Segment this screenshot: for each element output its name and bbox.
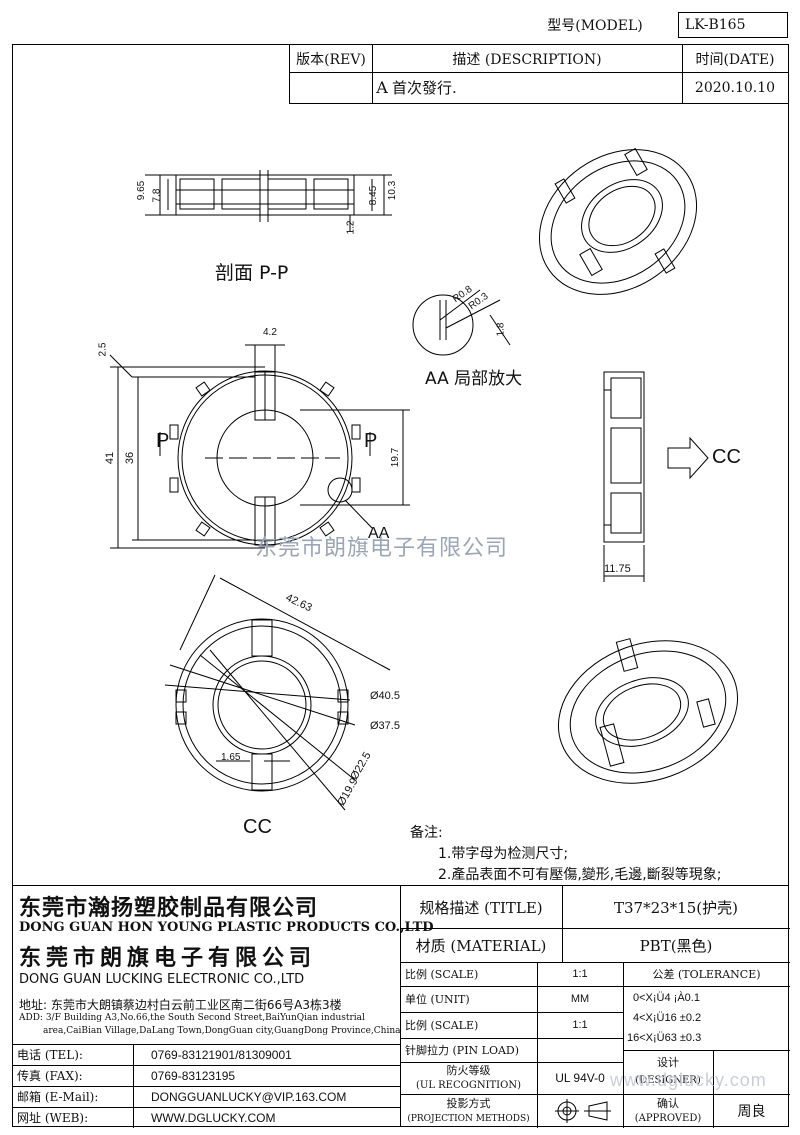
note-1: 1.带字母为检测尺寸; bbox=[438, 846, 569, 862]
note-2: 2.產品表面不可有壓傷,變形,毛邊,斷裂等現象; bbox=[438, 867, 722, 883]
approved-label-1: 确认 bbox=[657, 1096, 679, 1110]
detail-title: AA 局部放大 bbox=[425, 369, 523, 389]
rev-value: A bbox=[376, 78, 388, 97]
dim-36: 36 bbox=[124, 451, 137, 465]
email-value[interactable]: DONGGUANLUCKY@VIP.163.COM bbox=[151, 1089, 347, 1104]
dim-40-5: Ø40.5 bbox=[370, 690, 400, 702]
date-value: 2020.10.10 bbox=[694, 79, 776, 96]
watermark: 东莞市朗旗电子有限公司 bbox=[255, 536, 509, 561]
designer-label-1: 设计 bbox=[657, 1056, 679, 1069]
pin-load-label: 针脚拉力 (PIN LOAD) bbox=[405, 1044, 520, 1057]
model-value: LK-B165 bbox=[685, 17, 746, 33]
address-en-1: ADD: 3/F Building A3,No.66,the South Sec… bbox=[19, 1013, 365, 1023]
material-label: 材质 (MATERIAL) bbox=[415, 936, 547, 955]
dim-37-5: Ø37.5 bbox=[370, 720, 400, 732]
cut-label-left: P bbox=[156, 430, 170, 452]
fax-value: 0769-83123195 bbox=[151, 1068, 236, 1083]
tolerance-line-1: 0<X¡Ü4 ¡À0.1 bbox=[633, 992, 700, 1004]
desc-label: 描述 (DESCRIPTION) bbox=[452, 51, 602, 68]
side-view bbox=[603, 371, 709, 582]
dim-1-8: 1.8 bbox=[495, 322, 507, 337]
technical-drawing bbox=[109, 147, 739, 811]
web-value[interactable]: WWW.DGLUCKY.COM bbox=[151, 1110, 276, 1125]
detail-ref: AA bbox=[368, 525, 390, 542]
approved-value: 周良 bbox=[737, 1104, 766, 1120]
dim-8-45: 8.45 bbox=[368, 185, 380, 206]
scale2-label: 比例 (SCALE) bbox=[405, 1019, 479, 1032]
scale-value: 1:1 bbox=[572, 968, 588, 980]
model-box: LK-B165 bbox=[678, 12, 788, 38]
tolerance-line-2: 4<X¡Ü16 ±0.2 bbox=[633, 1012, 702, 1024]
view-cc-title: CC bbox=[243, 816, 272, 838]
date-label: 时间(DATE) bbox=[695, 51, 775, 68]
watermark-url: www.dglucky.com bbox=[610, 1070, 767, 1090]
title-value: T37*23*15(护壳) bbox=[614, 898, 738, 917]
email-label: 邮箱 (E-Mail): bbox=[17, 1090, 99, 1104]
dim-11-75: 11.75 bbox=[604, 563, 631, 575]
cut-label-right: P bbox=[364, 430, 378, 452]
approved-label-2: (APPROVED) bbox=[634, 1113, 702, 1124]
dim-19-7: 19.7 bbox=[390, 447, 402, 468]
fire-label-1: 防火等级 bbox=[446, 1064, 491, 1077]
designer-label-2: (DESIGNER) bbox=[635, 1074, 701, 1086]
unit-label: 单位 (UNIT) bbox=[405, 993, 470, 1006]
dim-1-2: 1.2 bbox=[345, 220, 357, 235]
isometric-view-top bbox=[538, 147, 698, 295]
desc-value: 首次發行. bbox=[392, 79, 457, 97]
scale-label: 比例 (SCALE) bbox=[405, 968, 479, 981]
company-name-cn-1: 东莞市瀚扬塑胶制品有限公司 bbox=[19, 896, 319, 921]
tolerance-label: 公差 (TOLERANCE) bbox=[652, 968, 761, 981]
tel-label: 电话 (TEL): bbox=[17, 1048, 83, 1062]
dim-7-8: 7.8 bbox=[151, 188, 163, 203]
dim-9-65: 9.65 bbox=[136, 180, 148, 201]
dim-10-3: 10.3 bbox=[387, 180, 399, 201]
section-title: 剖面 P-P bbox=[215, 262, 289, 284]
tel-value: 0769-83121901/81309001 bbox=[151, 1047, 292, 1062]
notes-title: 备注: bbox=[410, 825, 443, 841]
projection-label-1: 投影方式 bbox=[446, 1096, 491, 1110]
dim-4-2: 4.2 bbox=[263, 327, 277, 338]
title-block: 东莞市瀚扬塑胶制品有限公司 DONG GUAN HON YOUNG PLASTI… bbox=[12, 885, 790, 1128]
fax-label: 传真 (FAX): bbox=[17, 1069, 83, 1083]
unit-value: MM bbox=[570, 993, 590, 1005]
projection-label-2: (PROJECTION METHODS) bbox=[407, 1113, 530, 1124]
tolerance-line-3: 16<X¡Ü63 ±0.3 bbox=[627, 1032, 702, 1044]
address-en-2: area,CaiBian Village,DaLang Town,DongGua… bbox=[43, 1026, 401, 1036]
front-view bbox=[109, 344, 410, 549]
model-label: 型号(MODEL) bbox=[547, 18, 643, 34]
material-value: PBT(黑色) bbox=[639, 936, 713, 955]
address-cn: 地址: 东莞市大朗镇蔡边村白云前工业区南二街66号A3栋3楼 bbox=[19, 998, 342, 1012]
scale2-value: 1:1 bbox=[572, 1019, 588, 1031]
rev-label: 版本(REV) bbox=[296, 51, 366, 68]
company-name-cn-2: 东莞市朗旗电子有限公司 bbox=[19, 945, 317, 971]
dim-1-65: 1.65 bbox=[221, 752, 241, 763]
title-label: 规格描述 (TITLE) bbox=[419, 898, 543, 917]
company-name-en-1: DONG GUAN HON YOUNG PLASTIC PRODUCTS CO.… bbox=[19, 920, 434, 935]
cc-view bbox=[164, 574, 391, 811]
dim-2-5: 2.5 bbox=[97, 342, 109, 357]
web-label: 网址 (WEB): bbox=[17, 1111, 89, 1125]
fire-label-2: (UL RECOGNITION) bbox=[416, 1079, 521, 1091]
isometric-view-bottom bbox=[557, 638, 739, 784]
dim-41: 41 bbox=[104, 451, 117, 465]
fire-value: UL 94V-0 bbox=[555, 1071, 605, 1085]
projection-symbol-icon bbox=[555, 1099, 611, 1123]
view-cc-arrow-label: CC bbox=[712, 446, 741, 468]
detail-view bbox=[412, 289, 511, 356]
company-name-en-2: DONG GUAN LUCKING ELECTRONIC CO.,LTD bbox=[19, 972, 305, 987]
section-view bbox=[145, 170, 392, 232]
